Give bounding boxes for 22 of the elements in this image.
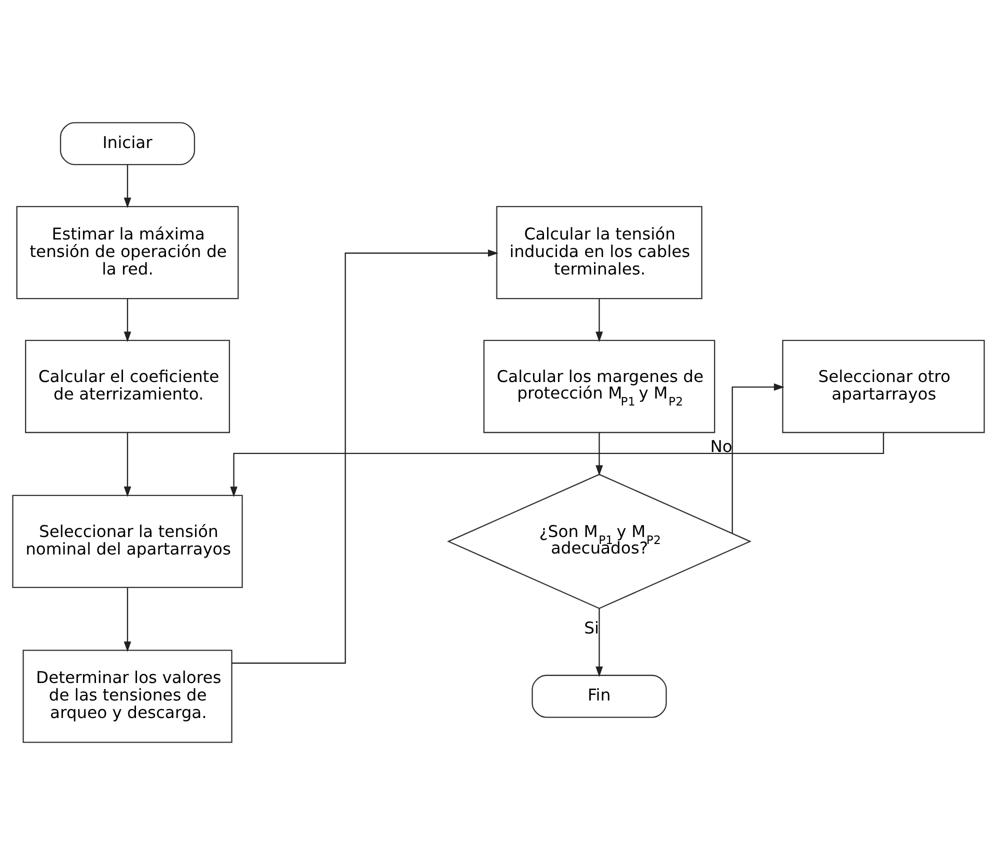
- node-box: Iniciar: [60, 122, 196, 165]
- node-box: Seleccionar la tensión nominal del apartarrayos: [12, 494, 243, 588]
- arrow: [124, 432, 132, 497]
- node-box: Estimar la máxima tensión de operación de la red.: [16, 205, 239, 299]
- arrow: [596, 432, 603, 476]
- node-box: Calcular la tensión inducida en los cables terminales.: [496, 205, 702, 299]
- node-box: Fin: [532, 674, 667, 718]
- arrow: [596, 298, 603, 342]
- node-box: Seleccionar otro apartarrayos: [782, 339, 985, 433]
- arrow: [124, 298, 132, 342]
- arrow: [124, 164, 132, 208]
- arrow: [124, 586, 132, 652]
- node-box: Calcular los margenes de protección M$_{P1}$ y M$_{P2}$: [483, 339, 716, 433]
- arrow: [732, 382, 784, 533]
- node-diamond: ¿Son M$_{P1}$ y M$_{P2}$ adecuados?: [446, 473, 752, 609]
- arrow: [596, 608, 603, 676]
- edge-label: No: [710, 436, 732, 456]
- node-box: Calcular el coeficiente de aterrizamiento.: [25, 339, 230, 433]
- arrow: [232, 248, 498, 664]
- node-box: Determinar los valores de las tensiones de arqueo y descarga.: [22, 649, 232, 742]
- edge-label: Si: [584, 618, 599, 637]
- arrow: [230, 432, 884, 497]
